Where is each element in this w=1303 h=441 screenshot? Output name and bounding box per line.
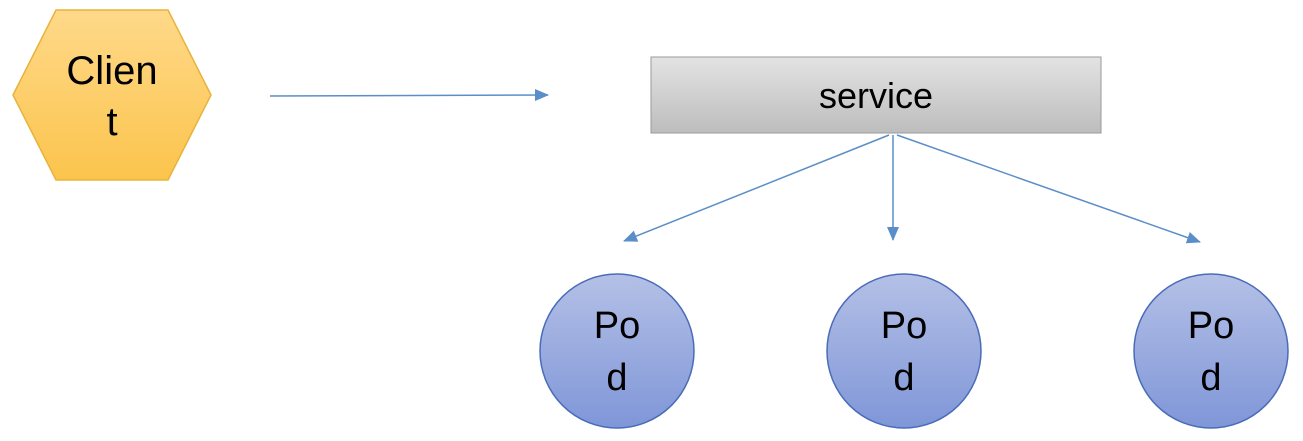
client-node[interactable]: Clien t [12, 9, 212, 181]
pod-label-line1: Po [594, 305, 640, 347]
pod-node-3[interactable]: Po d [1133, 273, 1289, 429]
pod-label-line2: d [606, 357, 627, 399]
client-label-line1: Clien [66, 49, 157, 93]
service-to-pod-1-arrow [623, 134, 890, 242]
pod-circle-shape [1133, 273, 1289, 429]
client-label-line2: t [106, 100, 117, 144]
pod-node-1[interactable]: Po d [539, 273, 695, 429]
client-to-service-arrow [269, 89, 549, 102]
service-box-shape [650, 56, 1102, 134]
client-hexagon-shape [12, 9, 212, 181]
pod-label-line1: Po [1188, 305, 1234, 347]
pod-node-2[interactable]: Po d [826, 273, 982, 429]
service-node[interactable]: service [650, 56, 1102, 134]
pod-circle-shape [539, 273, 695, 429]
pod-label-line2: d [893, 357, 914, 399]
pod-label-line1: Po [881, 305, 927, 347]
pod-circle-shape [826, 273, 982, 429]
pod-label-line2: d [1200, 357, 1221, 399]
service-label: service [819, 75, 933, 116]
service-to-pod-3-arrow [896, 134, 1201, 244]
